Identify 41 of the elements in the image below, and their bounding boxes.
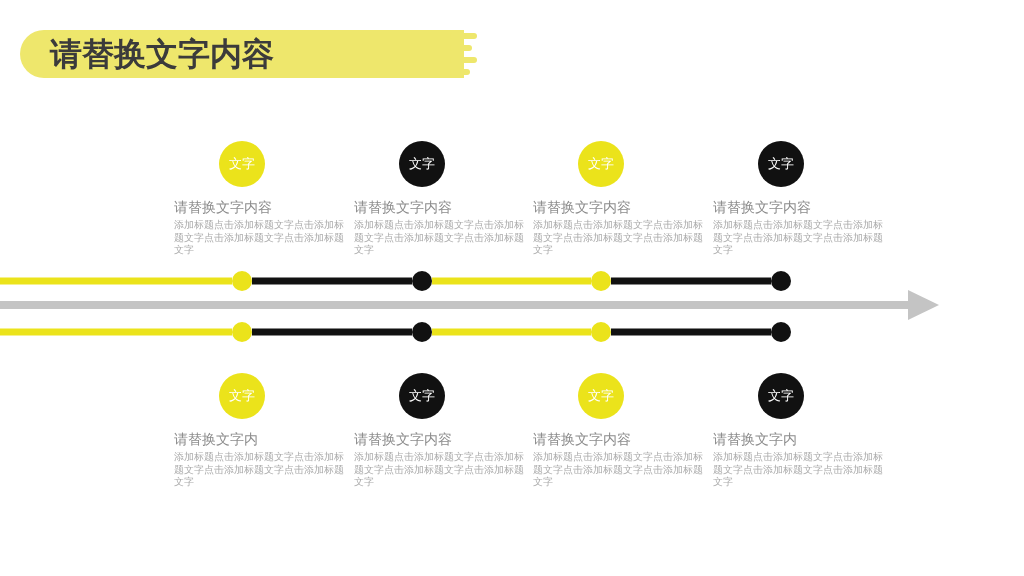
description-text: 添加标题点击添加标题文字点击添加标题文字点击添加标题文字点击添加标题文字 (174, 451, 345, 489)
timeline-dot (591, 322, 611, 342)
description-text: 添加标题点击添加标题文字点击添加标题文字点击添加标题文字点击添加标题文字 (354, 219, 525, 257)
description-text: 添加标题点击添加标题文字点击添加标题文字点击添加标题文字点击添加标题文字 (533, 219, 704, 257)
heading-text: 请替换文字内容 (354, 198, 453, 216)
timeline-dot (771, 322, 791, 342)
label-circle: 文字 (219, 373, 265, 419)
heading-text: 请替换文字内容 (533, 198, 632, 216)
timeline-segment (252, 328, 412, 336)
title-banner: 请替换文字内容 (20, 30, 478, 78)
timeline-segment (0, 328, 232, 336)
timeline-dot (591, 271, 611, 291)
timeline-dot (771, 271, 791, 291)
heading-text: 请替换文字内容 (174, 198, 273, 216)
heading-text: 请替换文字内容 (713, 198, 812, 216)
timeline-segment (252, 277, 412, 285)
label-circle: 文字 (758, 373, 804, 419)
description-text: 添加标题点击添加标题文字点击添加标题文字点击添加标题文字点击添加标题文字 (174, 219, 345, 257)
description-text: 添加标题点击添加标题文字点击添加标题文字点击添加标题文字点击添加标题文字 (713, 219, 884, 257)
timeline-segment (432, 277, 591, 285)
label-circle: 文字 (399, 373, 445, 419)
label-circle: 文字 (578, 141, 624, 187)
description-text: 添加标题点击添加标题文字点击添加标题文字点击添加标题文字点击添加标题文字 (354, 451, 525, 489)
description-text: 添加标题点击添加标题文字点击添加标题文字点击添加标题文字点击添加标题文字 (713, 451, 884, 489)
timeline-dot (412, 271, 432, 291)
heading-text: 请替换文字内 (713, 430, 798, 448)
heading-text: 请替换文字内容 (533, 430, 632, 448)
timeline-dot (412, 322, 432, 342)
label-circle: 文字 (219, 141, 265, 187)
label-circle: 文字 (399, 141, 445, 187)
label-circle: 文字 (758, 141, 804, 187)
timeline-segment (611, 328, 771, 336)
label-circle: 文字 (578, 373, 624, 419)
heading-text: 请替换文字内容 (354, 430, 453, 448)
timeline-segment (432, 328, 591, 336)
timeline-dot (232, 322, 252, 342)
timeline-dot (232, 271, 252, 291)
timeline-segment (611, 277, 771, 285)
heading-text: 请替换文字内 (174, 430, 259, 448)
timeline-segment (0, 277, 232, 285)
description-text: 添加标题点击添加标题文字点击添加标题文字点击添加标题文字点击添加标题文字 (533, 451, 704, 489)
